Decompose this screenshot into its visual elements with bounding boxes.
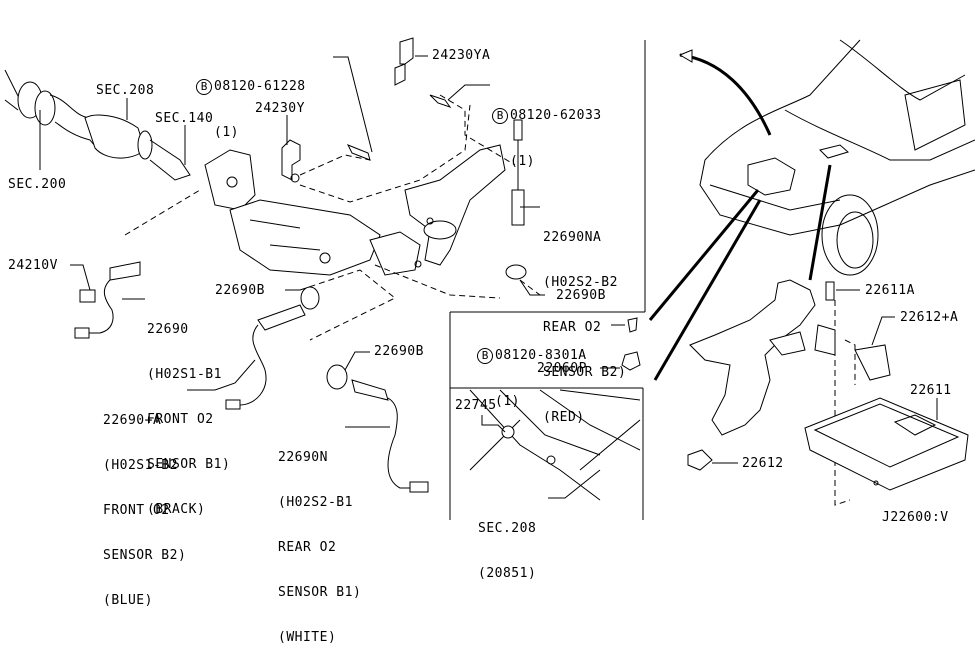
section-ref-sec200: SEC.200 [8,177,67,192]
part-label-22690[interactable]: 22690 (H02S1-B1 FRONT O2 SENSOR B1) (BRA… [147,322,231,517]
bolt-marker-icon: B [477,348,493,364]
panel-borders [449,40,646,520]
section-ref-sec208: SEC.208 [96,83,155,98]
brackets [281,37,452,183]
part-label-22690B-right[interactable]: 22690B [556,288,606,303]
part-label-24230Y[interactable]: 24230Y [255,101,305,116]
knock-sensor-inset [469,317,641,501]
part-label-22690B-left[interactable]: 22690B [215,283,265,298]
o2-sensor-rear-b1 [326,364,429,493]
part-label-22611[interactable]: 22611 [910,383,952,398]
part-label-24210V[interactable]: 24210V [8,258,58,273]
part-label-22690B-mid[interactable]: 22690B [374,344,424,359]
part-label-22690-plus-A[interactable]: 22690+A (H02S1-B2 FRONT O2 SENSOR B2) (B… [103,413,187,608]
bolt-marker-icon: B [492,108,508,124]
o2-sensor-rear-b2 [505,119,527,280]
label-leaders [39,55,938,499]
dashed-leaders [124,94,856,506]
bolt-marker-icon: B [196,79,212,95]
o2-sensor-front-b2 [225,286,320,410]
section-ref-sec208-inset: SEC.208 (20851) [478,521,537,581]
o2-sensor-front-b1 [74,261,141,339]
catalytic-converter [204,149,421,276]
ecm-bracket [687,279,891,471]
part-label-22612[interactable]: 22612 [742,456,784,471]
part-label-22611A[interactable]: 22611A [865,283,915,298]
vehicle-illustration [648,39,975,381]
diagram-code: J22600:V [882,510,949,525]
part-label-22690NA[interactable]: 22690NA (H02S2-B2 REAR O2 SENSOR B2) (RE… [543,230,627,425]
parts-diagram [4,37,975,520]
part-label-22690N[interactable]: 22690N (H02S2-B1 REAR O2 SENSOR B1) (WHI… [278,450,362,645]
part-label-22060P[interactable]: 22060P [537,361,587,376]
part-label-22612-plus-A[interactable]: 22612+A [900,310,959,325]
exhaust-manifold [404,144,506,268]
part-label-22745[interactable]: 22745 [455,398,497,413]
section-ref-sec140: SEC.140 [155,111,214,126]
ecm-unit [804,397,969,491]
part-label-24230YA[interactable]: 24230YA [432,48,491,63]
